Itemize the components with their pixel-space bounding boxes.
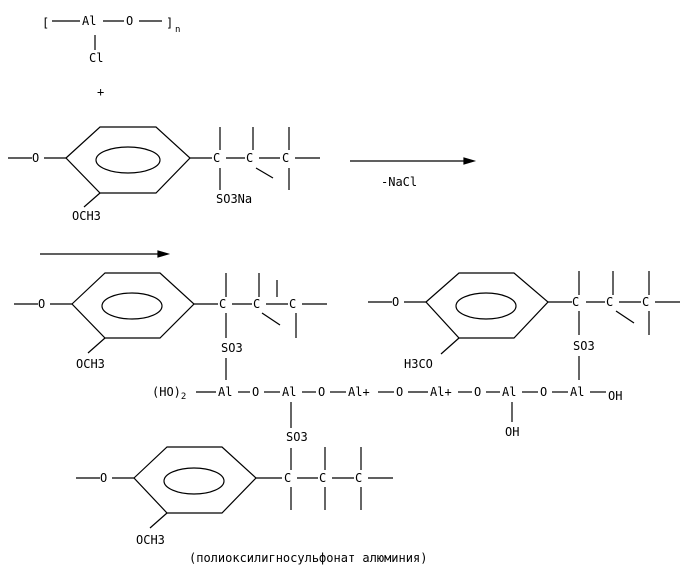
methoxy-group: OCH3 xyxy=(72,209,101,223)
bracket-left: [ xyxy=(42,16,49,30)
carbon-1: C xyxy=(284,471,291,485)
atom-al: Al xyxy=(502,385,516,399)
methoxy-group: OCH3 xyxy=(76,357,105,371)
benzene-ring xyxy=(66,127,190,193)
methoxy-group: H3CO xyxy=(404,357,433,371)
atom-al: Al xyxy=(282,385,296,399)
carbon-2: C xyxy=(253,297,260,311)
product-lignin-unit-bottom: SO3 O OCH3 C C C xyxy=(76,430,393,547)
carbon-3: C xyxy=(289,297,296,311)
reaction-arrow-1: -NaCl xyxy=(350,158,474,189)
hydroxyl-group: OH xyxy=(608,389,622,403)
methoxy-group: OCH3 xyxy=(136,533,165,547)
bracket-right: ] xyxy=(166,16,173,30)
atom-o: O xyxy=(396,385,403,399)
reactant-polyaluminum-chloride: [ Al O ] n Cl xyxy=(42,14,180,65)
reaction-arrow-2 xyxy=(40,251,168,257)
subscript-n: n xyxy=(175,25,180,35)
aromatic-circle xyxy=(164,468,224,494)
product-lignin-unit-left: O OCH3 C C C SO3 xyxy=(14,273,327,380)
atom-o: O xyxy=(32,151,39,165)
carbon-3: C xyxy=(642,295,649,309)
aromatic-circle xyxy=(96,147,160,173)
plus-sign: + xyxy=(97,85,104,99)
product-caption: (полиоксилигносульфонат алюминия) xyxy=(189,551,427,565)
atom-o: O xyxy=(252,385,259,399)
hydroxyl-group: OH xyxy=(505,425,519,439)
sulfonate-group: SO3 xyxy=(573,339,595,353)
benzene-ring xyxy=(426,273,548,338)
aromatic-circle xyxy=(102,293,162,319)
carbon-1: C xyxy=(219,297,226,311)
aromatic-circle xyxy=(456,293,516,319)
carbon-2: C xyxy=(246,151,253,165)
carbon-1: C xyxy=(572,295,579,309)
atom-o: O xyxy=(540,385,547,399)
sulfonate-sodium-group: SO3Na xyxy=(216,192,252,206)
atom-al: Al xyxy=(570,385,584,399)
atom-o: O xyxy=(474,385,481,399)
atom-o: O xyxy=(38,297,45,311)
arrow-label-nacl: -NaCl xyxy=(381,175,417,189)
atom-al-plus: Al+ xyxy=(348,385,370,399)
benzene-ring xyxy=(72,273,194,338)
benzene-ring xyxy=(134,447,256,513)
atom-al-plus: Al+ xyxy=(430,385,452,399)
atom-al: Al xyxy=(82,14,96,28)
atom-o: O xyxy=(318,385,325,399)
aluminum-oxo-chain: (HO)2 Al O Al O Al+ O Al+ O Al O Al OH O… xyxy=(152,385,622,439)
hydroxyl-group-ho2: (HO)2 xyxy=(152,385,186,402)
carbon-3: C xyxy=(282,151,289,165)
carbon-2: C xyxy=(606,295,613,309)
product-lignin-unit-right: O H3CO C C C SO3 xyxy=(368,271,680,380)
carbon-3: C xyxy=(355,471,362,485)
atom-cl: Cl xyxy=(89,51,103,65)
atom-o: O xyxy=(100,471,107,485)
carbon-1: C xyxy=(213,151,220,165)
carbon-2: C xyxy=(319,471,326,485)
atom-o: O xyxy=(126,14,133,28)
atom-al: Al xyxy=(218,385,232,399)
reactant-lignosulfonate: O OCH3 C C C SO3Na xyxy=(8,127,320,223)
sulfonate-group: SO3 xyxy=(286,430,308,444)
sulfonate-group: SO3 xyxy=(221,341,243,355)
atom-o: O xyxy=(392,295,399,309)
